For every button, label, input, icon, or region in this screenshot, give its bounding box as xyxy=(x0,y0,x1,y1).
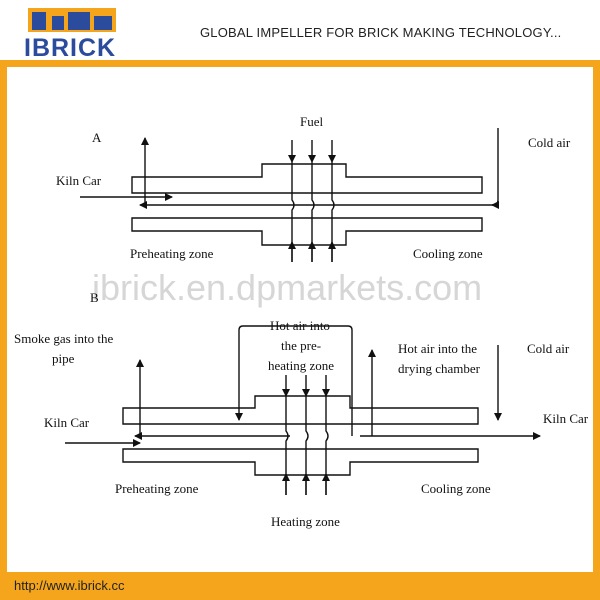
fuel-label: Fuel xyxy=(300,114,324,129)
heating-zone-label-b: Heating zone xyxy=(271,514,340,529)
kiln-car-label-a: Kiln Car xyxy=(56,173,102,188)
hot-air-pre-label-line2: the pre- xyxy=(281,338,321,353)
cooling-zone-label-b: Cooling zone xyxy=(421,481,491,496)
preheating-zone-label-a: Preheating zone xyxy=(130,246,214,261)
section-label-a: A xyxy=(92,130,102,145)
hot-air-dry-label-line2: drying chamber xyxy=(398,361,481,376)
header-divider xyxy=(0,60,600,67)
hot-air-pre-label-line3: heating zone xyxy=(268,358,334,373)
hot-air-dry-label-line1: Hot air into the xyxy=(398,341,477,356)
heat-line-a-1 xyxy=(291,162,295,262)
preheating-zone-label-b: Preheating zone xyxy=(115,481,199,496)
heat-line-a-3 xyxy=(331,162,335,262)
diagram-a xyxy=(80,128,500,262)
diagram-b xyxy=(65,325,541,495)
left-border xyxy=(0,60,7,575)
footer-url-link[interactable]: http://www.ibrick.cc xyxy=(14,578,125,593)
tunnel-top-wall-b xyxy=(122,395,479,425)
logo-icon xyxy=(28,8,116,32)
watermark-text: ibrick.en.dpmarkets.com xyxy=(92,267,482,308)
heat-line-a-2 xyxy=(311,162,315,262)
cold-air-label-a: Cold air xyxy=(528,135,571,150)
right-border xyxy=(593,60,600,575)
cold-air-label-b: Cold air xyxy=(527,341,570,356)
tunnel-bottom-wall-b xyxy=(122,448,479,476)
cooling-zone-label-a: Cooling zone xyxy=(413,246,483,261)
kiln-car-label-b-right: Kiln Car xyxy=(543,411,589,426)
page-title: GLOBAL IMPELLER FOR BRICK MAKING TECHNOL… xyxy=(200,25,562,40)
section-label-b: B xyxy=(90,290,99,305)
footer-bar xyxy=(0,572,600,600)
heat-line-b-2 xyxy=(305,396,309,495)
hot-air-pre-label-line1: Hot air into xyxy=(270,318,330,333)
kiln-car-label-b-left: Kiln Car xyxy=(44,415,90,430)
smoke-gas-label-line1: Smoke gas into the xyxy=(14,331,114,346)
tunnel-bottom-wall-a xyxy=(131,217,483,246)
logo-wordmark: IBRICK xyxy=(24,34,117,62)
tunnel-top-wall-a xyxy=(131,163,483,194)
heat-line-b-1 xyxy=(285,396,289,495)
heat-line-b-3 xyxy=(325,396,329,495)
ibrick-logo[interactable]: IBRICK xyxy=(22,6,116,62)
cold-air-arrow-a xyxy=(491,128,500,209)
hot-air-loop-b xyxy=(235,325,353,436)
smoke-gas-label-line2: pipe xyxy=(52,351,75,366)
